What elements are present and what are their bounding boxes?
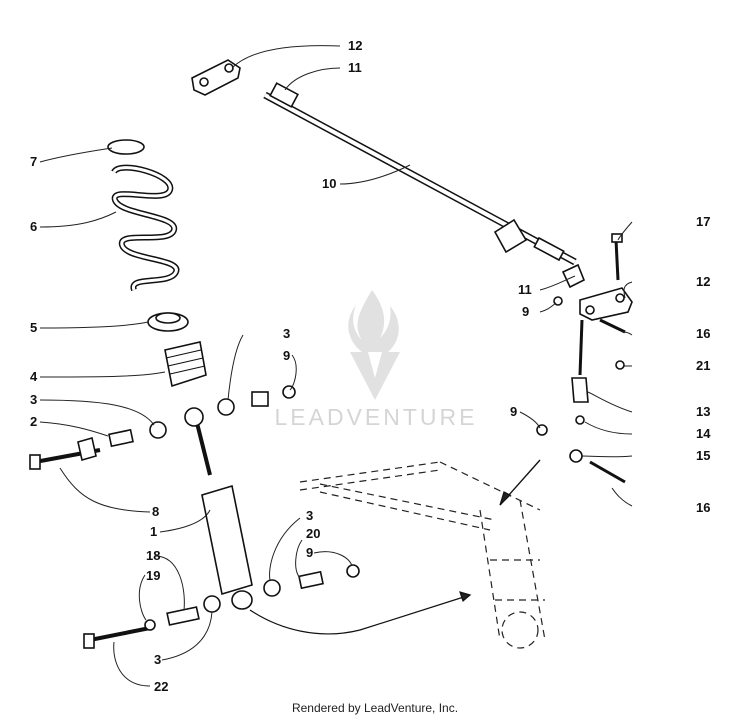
callout-9-a: 9 — [522, 304, 529, 319]
callout-4: 4 — [30, 369, 38, 384]
right-linkage-assembly — [536, 233, 633, 484]
callout-9-d: 9 — [306, 545, 313, 560]
callout-6: 6 — [30, 219, 37, 234]
callout-16-lower: 16 — [696, 500, 710, 515]
callout-18: 18 — [146, 548, 160, 563]
callout-21: 21 — [696, 358, 710, 373]
callout-labels: 12 11 10 7 6 17 12 11 9 16 5 3 9 21 4 3 … — [30, 38, 711, 694]
tie-rod-assembly — [191, 59, 586, 289]
callout-9-c: 9 — [510, 404, 517, 419]
callout-5: 5 — [30, 320, 37, 335]
callout-20: 20 — [306, 526, 320, 541]
callout-3-d: 3 — [154, 652, 161, 667]
callout-9-b: 9 — [283, 348, 290, 363]
callout-11: 11 — [348, 60, 362, 75]
callout-19: 19 — [146, 568, 160, 583]
shock-absorber — [164, 341, 253, 610]
leadventure-watermark: LEADVENTURE — [275, 290, 478, 430]
callout-12-right: 12 — [696, 274, 710, 289]
callout-10: 10 — [322, 176, 336, 191]
callout-3-c: 3 — [306, 508, 313, 523]
callout-13: 13 — [696, 404, 710, 419]
callout-12: 12 — [348, 38, 362, 53]
callout-2: 2 — [30, 414, 37, 429]
callout-17: 17 — [696, 214, 710, 229]
callout-14: 14 — [696, 426, 711, 441]
upper-mount-hardware — [29, 385, 296, 470]
render-credit: Rendered by LeadVenture, Inc. — [291, 701, 459, 715]
a-arm — [249, 459, 546, 649]
callout-3-b: 3 — [30, 392, 37, 407]
callout-11-right: 11 — [518, 282, 532, 297]
watermark-text: LEADVENTURE — [275, 404, 478, 430]
coil-spring — [107, 139, 189, 332]
leader-lines — [39, 45, 633, 687]
lower-mount-hardware — [83, 564, 360, 649]
callout-8: 8 — [152, 504, 159, 519]
callout-15: 15 — [696, 448, 710, 463]
callout-22: 22 — [154, 679, 168, 694]
callout-3-a: 3 — [283, 326, 290, 341]
callout-1: 1 — [150, 524, 157, 539]
callout-7: 7 — [30, 154, 37, 169]
callout-16-upper: 16 — [696, 326, 710, 341]
